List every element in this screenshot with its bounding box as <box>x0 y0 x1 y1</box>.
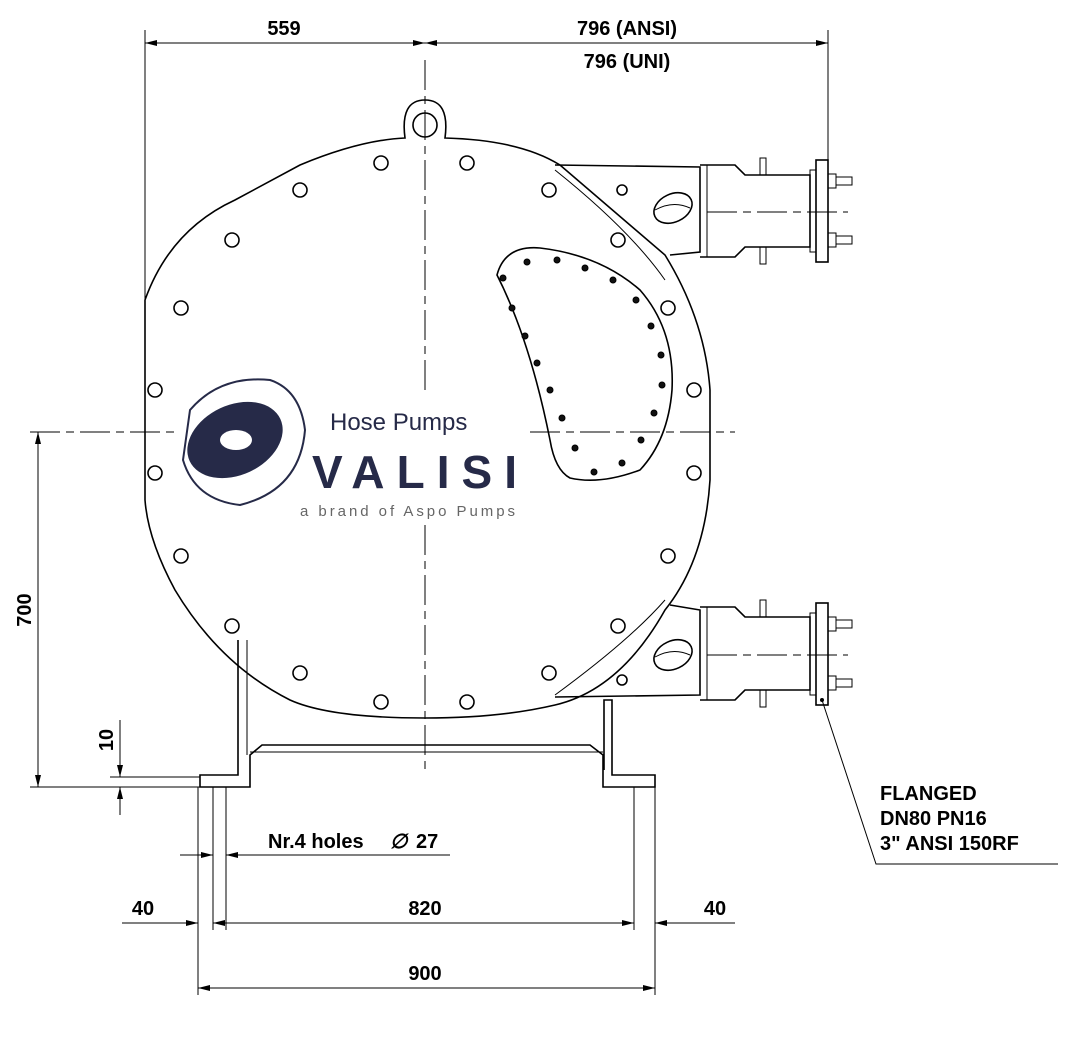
bolt-circle-holes <box>147 155 702 710</box>
dim-559: 559 <box>267 18 300 40</box>
valisi-logo: Hose Pumps VALISI a brand of Aspo Pumps <box>181 378 517 520</box>
outlet-top <box>554 157 853 265</box>
bottom-dimensions: Nr.4 holes ∅ 27 40 820 40 900 <box>122 787 735 995</box>
flange-note-line-3: 3" ANSI 150RF <box>880 833 1019 855</box>
outlet-bottom <box>554 599 853 708</box>
flange-note: FLANGED DN80 PN16 3" ANSI 150RF <box>820 698 1058 865</box>
pump-body <box>144 99 711 719</box>
dim-900: 900 <box>408 963 441 985</box>
base-frame <box>199 640 656 788</box>
dim-40-left: 40 <box>132 898 154 920</box>
dim-700: 700 <box>14 593 36 626</box>
dim-796-uni: 796 (UNI) <box>584 51 671 73</box>
logo-tagline: Hose Pumps <box>330 409 467 436</box>
inspection-window <box>496 246 674 482</box>
logo-brand: VALISI <box>312 446 517 498</box>
hole-diameter: 27 <box>416 831 438 853</box>
diameter-symbol: ∅ <box>390 831 409 853</box>
flange-note-line-2: DN80 PN16 <box>880 808 987 830</box>
flange-note-line-1: FLANGED <box>880 783 977 805</box>
dim-40-right: 40 <box>704 898 726 920</box>
dim-820: 820 <box>408 898 441 920</box>
holes-label: Nr.4 holes <box>268 831 364 853</box>
logo-subtitle: a brand of Aspo Pumps <box>300 503 515 520</box>
dim-10: 10 <box>96 729 118 751</box>
height-dimension: 700 10 <box>14 432 200 815</box>
center-lines <box>30 60 735 770</box>
dim-796-ansi: 796 (ANSI) <box>577 18 677 40</box>
top-dimension: 559 796 (ANSI) 796 (UNI) <box>144 18 829 300</box>
